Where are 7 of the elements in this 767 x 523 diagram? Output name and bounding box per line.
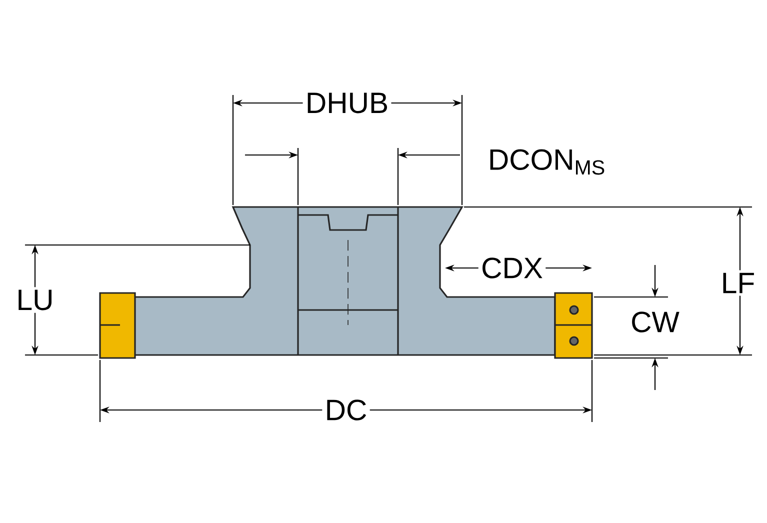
- dimension-label: LF: [718, 270, 758, 296]
- dimension-label: DHUB: [302, 90, 392, 116]
- dimension-label: DCON$_{MS}$: [485, 146, 608, 178]
- dimension-label: CW: [628, 308, 682, 336]
- dimension-label: CDX: [478, 254, 546, 282]
- dimension-label: DC: [322, 396, 370, 424]
- dimension-label: LU: [14, 287, 56, 313]
